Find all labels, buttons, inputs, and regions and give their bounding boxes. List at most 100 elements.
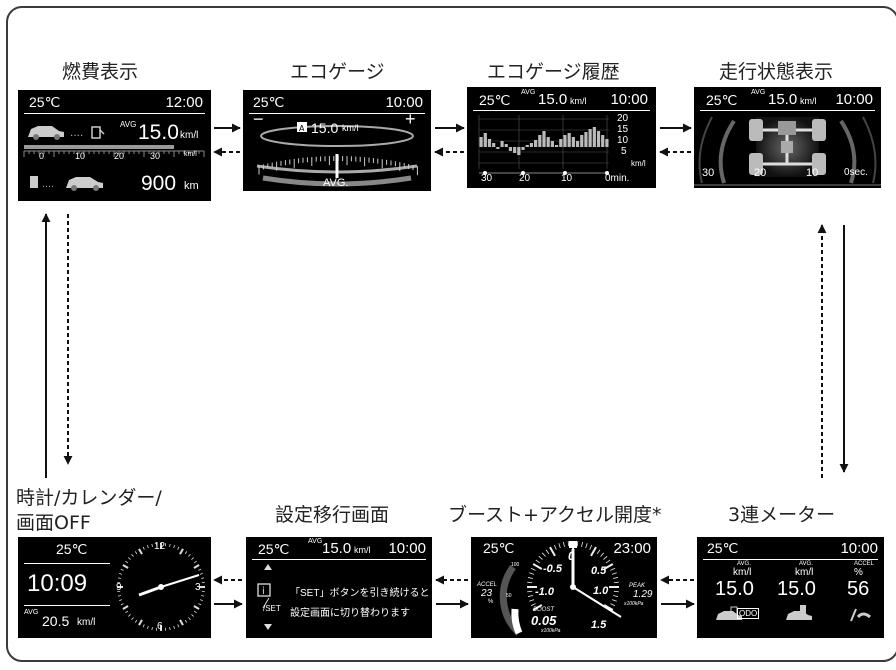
x-tick: 20 bbox=[754, 167, 767, 179]
clock-tick bbox=[169, 627, 171, 631]
boost-tick bbox=[605, 559, 611, 564]
avg-badge: AVG bbox=[308, 538, 323, 545]
settings-message-line2: 設定画面に切り替わります bbox=[290, 608, 410, 619]
temperature: 25℃ bbox=[706, 92, 738, 108]
boost-tick bbox=[532, 604, 543, 611]
gauge-label: AVG. bbox=[799, 561, 813, 567]
temperature: 25℃ bbox=[483, 540, 515, 556]
fuel-range-icon: ‥‥ bbox=[30, 176, 103, 191]
clock-tick bbox=[188, 554, 191, 557]
clock-tick bbox=[193, 610, 197, 614]
clock-tick bbox=[151, 627, 153, 631]
panel-fuel-display[interactable]: 25℃ 12:00 ‥‥ AVG 15.0 km/l 0 10 20 30 km… bbox=[18, 90, 211, 201]
fuel-economy-unit: km/l bbox=[77, 617, 96, 628]
boost-tick bbox=[611, 599, 617, 602]
history-bar bbox=[487, 139, 492, 147]
panel-settings-transition[interactable]: 25℃ AVG 15.0 km/l 10:00 i /SET 「SET」ボタンを… bbox=[246, 537, 432, 638]
title-clock: 時計/カレンダー/ 画面OFF bbox=[16, 487, 162, 534]
boost-tick bbox=[611, 572, 617, 575]
scale-tick: 20 bbox=[114, 151, 125, 161]
scale-tick: 30 bbox=[150, 151, 161, 161]
boost-tick bbox=[603, 555, 608, 560]
clock-tick bbox=[138, 619, 143, 626]
boost-tick bbox=[596, 549, 601, 555]
gauge-value: 15.0 bbox=[777, 578, 816, 600]
eco-history-bar-chart bbox=[478, 115, 609, 175]
history-bar bbox=[554, 145, 559, 147]
panel-3-meters[interactable]: 25℃ 10:00 AVG. km/l 15.0 ODO AVG. km/l 1… bbox=[697, 537, 884, 638]
svg-text:i: i bbox=[262, 586, 265, 597]
history-bar bbox=[517, 147, 521, 155]
history-bar bbox=[592, 127, 596, 147]
clock-tick bbox=[191, 557, 194, 560]
car-fuel-icon: ‥‥ bbox=[28, 126, 105, 140]
range-value: 900 bbox=[141, 172, 177, 195]
clock-tick bbox=[188, 617, 191, 620]
clock-tick bbox=[169, 543, 171, 547]
history-bar bbox=[542, 131, 546, 147]
fuel-economy-value: 20.5 bbox=[42, 613, 70, 629]
clock-tick bbox=[177, 546, 180, 550]
title-boost: ブースト+アクセル開度* bbox=[448, 504, 662, 526]
avg-badge: AVG bbox=[521, 89, 536, 96]
clock-tick bbox=[198, 568, 202, 571]
x-tick: 30 bbox=[481, 173, 493, 184]
history-bar bbox=[492, 143, 496, 147]
x-tick: 0min. bbox=[605, 173, 630, 184]
boost-tick bbox=[613, 590, 619, 593]
panel-driving-status[interactable]: 25℃ AVG 15.0 km/l 10:00 30 20 10 0sec. bbox=[694, 87, 881, 188]
clock-tick bbox=[120, 568, 124, 571]
title-eco-gauge: エコゲージ bbox=[290, 61, 385, 83]
temperature: 25℃ bbox=[29, 94, 61, 110]
scale-tick: 10 bbox=[75, 151, 86, 161]
avg-label: AVG. bbox=[323, 177, 349, 189]
temperature: 25℃ bbox=[253, 94, 285, 110]
fuel-bar-scale bbox=[23, 150, 205, 157]
accel-label: ACCEL bbox=[477, 582, 498, 588]
history-bar bbox=[563, 135, 567, 147]
clock-tick bbox=[151, 543, 153, 547]
clock-tick bbox=[128, 557, 131, 560]
panel-clock[interactable]: 25℃ 10:09 AVG 20.5 km/l 12 3 6 9 bbox=[18, 537, 211, 638]
y-tick: 5 bbox=[621, 146, 627, 157]
peak-unit: x100kPa bbox=[624, 601, 644, 607]
x-axis-dot bbox=[483, 171, 487, 175]
clock-tick bbox=[198, 603, 202, 606]
history-bar bbox=[580, 135, 584, 147]
accel-unit: % bbox=[488, 599, 494, 605]
title-driving-status: 走行状態表示 bbox=[719, 61, 834, 83]
clock-tick bbox=[131, 617, 134, 620]
clock-tick bbox=[119, 573, 123, 575]
avg-badge: AVG bbox=[751, 89, 766, 96]
x-tick: 20 bbox=[519, 173, 531, 184]
clock-tick bbox=[177, 624, 180, 628]
history-bar bbox=[479, 137, 483, 147]
clock-tick bbox=[142, 624, 145, 628]
history-bar bbox=[601, 135, 605, 147]
clock-tick bbox=[201, 577, 205, 579]
boost-tick bbox=[527, 595, 533, 597]
panel-eco-gauge[interactable]: 25℃ 10:00 − + A 15.0 km/l AVG. bbox=[243, 90, 431, 191]
boost-tick bbox=[532, 563, 543, 570]
svg-text:‥‥: ‥‥ bbox=[70, 128, 83, 139]
boost-tick bbox=[538, 555, 543, 560]
temperature: 25℃ bbox=[258, 541, 290, 557]
gauge-unit: % bbox=[854, 567, 863, 578]
x-tick: 30 bbox=[702, 167, 715, 179]
clock-tick bbox=[122, 605, 129, 610]
panel-boost-accel[interactable]: 25℃ 23:00 -0.5 0 0.5 -1.0 1.0 1.5 ACCEL … bbox=[471, 537, 657, 638]
boost-tick bbox=[610, 567, 616, 571]
svg-text:A: A bbox=[299, 124, 305, 133]
boost-gauge-dial bbox=[499, 541, 622, 636]
boost-tick bbox=[576, 541, 579, 547]
clock-time: 23:00 bbox=[613, 540, 651, 557]
boost-tick bbox=[545, 549, 550, 555]
title-settings: 設定移行画面 bbox=[275, 504, 390, 526]
x-axis-dot bbox=[605, 171, 609, 175]
history-bar bbox=[496, 147, 500, 149]
clock-tick bbox=[147, 545, 149, 549]
panel-eco-history[interactable]: 25℃ AVG 15.0 km/l 10:00 20 15 10 5 km/l … bbox=[467, 87, 656, 188]
set-label: /SET bbox=[263, 604, 281, 613]
accel-scale: 50 bbox=[506, 593, 512, 599]
y-unit: km/l bbox=[631, 159, 646, 168]
